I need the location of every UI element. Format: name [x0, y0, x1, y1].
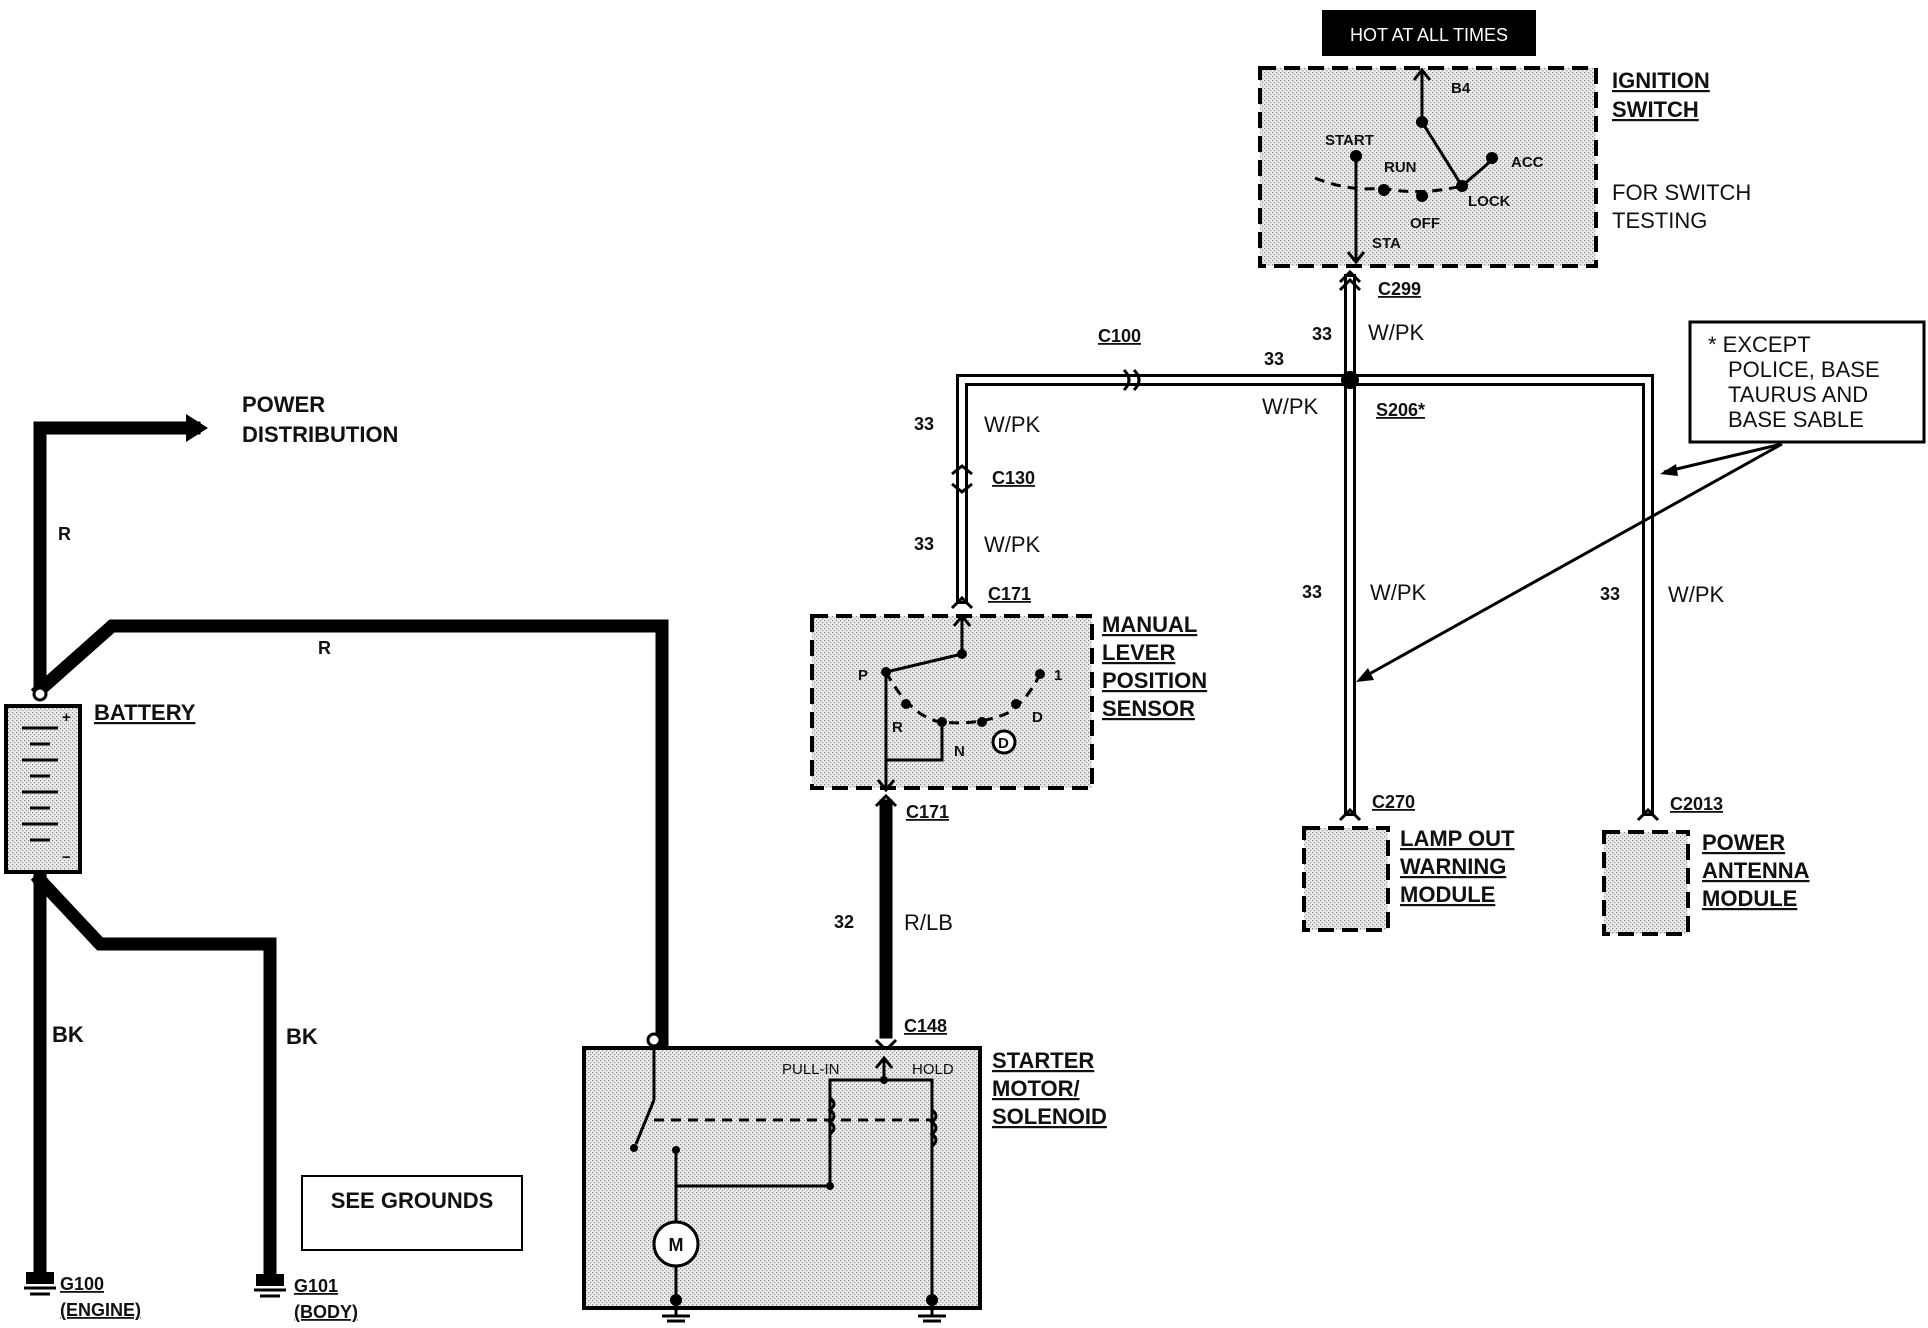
- battery-label: BATTERY: [94, 700, 196, 725]
- power-distribution-1: POWER: [242, 392, 325, 417]
- pos-off: OFF: [1410, 215, 1440, 232]
- see-grounds-label: SEE GROUNDS: [331, 1188, 494, 1213]
- c130-bot-color: W/PK: [984, 532, 1041, 557]
- batt-up-color: R: [58, 524, 71, 544]
- lamp-out-module-box: [1302, 826, 1390, 932]
- switch-testing-note-2: TESTING: [1612, 208, 1707, 233]
- power-antenna-line-2: ANTENNA: [1702, 858, 1810, 883]
- pos-lock: LOCK: [1468, 193, 1511, 210]
- c171-top-label: C171: [988, 584, 1031, 604]
- note-line-3: TAURUS AND: [1728, 382, 1868, 407]
- lamp-circuit: 33: [1302, 582, 1322, 602]
- except-note-box: * EXCEPT POLICE, BASE TAURUS AND BASE SA…: [1356, 320, 1926, 682]
- mlps-pos-r: R: [892, 719, 903, 736]
- starter-motor-solenoid: M PULL-IN HOLD: [582, 1040, 982, 1323]
- lamp-color: W/PK: [1370, 580, 1427, 605]
- starter-circuit: 32: [834, 912, 854, 932]
- battery-minus: −: [62, 849, 71, 866]
- pos-acc: ACC: [1511, 154, 1544, 171]
- battery-cables: [30, 414, 669, 1048]
- splice-s206: [1341, 371, 1359, 389]
- to-c100-circuit: 33: [1264, 349, 1284, 369]
- ignition-switch-title-2: SWITCH: [1612, 97, 1699, 122]
- antenna-circuit: 33: [1600, 584, 1620, 604]
- g101-sub: (BODY): [294, 1302, 358, 1322]
- connector-c171-top: [950, 595, 974, 610]
- ignition-switch-title-1: IGNITION: [1612, 68, 1710, 93]
- switch-testing-note-1: FOR SWITCH: [1612, 180, 1751, 205]
- lamp-out-line-3: MODULE: [1400, 882, 1495, 907]
- ign-out-circuit: 33: [1312, 324, 1332, 344]
- c130-top-circuit: 33: [914, 414, 934, 434]
- s206-label: S206*: [1376, 400, 1425, 420]
- manual-lever-position-sensor: P R N D D 1: [810, 613, 1094, 793]
- ign-out-color: W/PK: [1368, 320, 1425, 345]
- splice-color: W/PK: [1262, 394, 1319, 419]
- motor-symbol: M: [669, 1235, 684, 1255]
- connector-c100: [1122, 368, 1141, 392]
- note-line-4: BASE SABLE: [1728, 407, 1864, 432]
- ground-body-color: BK: [286, 1024, 318, 1049]
- g100-sub: (ENGINE): [60, 1300, 141, 1320]
- c270-label: C270: [1372, 792, 1415, 812]
- power-antenna-line-3: MODULE: [1702, 886, 1797, 911]
- mlps-line-3: POSITION: [1102, 668, 1207, 693]
- starter-line-1: STARTER: [992, 1048, 1094, 1073]
- c299-label: C299: [1378, 279, 1421, 299]
- see-grounds-box: [301, 1175, 523, 1251]
- mlps-line-4: SENSOR: [1102, 696, 1195, 721]
- g100-label: G100: [60, 1274, 104, 1294]
- c100-label: C100: [1098, 326, 1141, 346]
- power-distribution-2: DISTRIBUTION: [242, 422, 398, 447]
- pos-sta: STA: [1372, 235, 1401, 252]
- starter-line-2: MOTOR/: [992, 1076, 1080, 1101]
- connector-c299: [1338, 269, 1362, 292]
- g101-label: G101: [294, 1276, 338, 1296]
- mlps-pos-1: 1: [1054, 667, 1062, 684]
- power-antenna-module-box: [1602, 830, 1690, 936]
- starter-color: R/LB: [904, 910, 953, 935]
- hot-at-all-times-banner: HOT AT ALL TIMES: [1322, 10, 1536, 56]
- lamp-out-line-1: LAMP OUT: [1400, 826, 1515, 851]
- c130-top-color: W/PK: [984, 412, 1041, 437]
- ground-engine-color: BK: [52, 1022, 84, 1047]
- mlps-pos-d-circled: D: [998, 735, 1009, 752]
- antenna-color: W/PK: [1668, 582, 1725, 607]
- starter-line-3: SOLENOID: [992, 1104, 1107, 1129]
- pos-b4: B4: [1451, 80, 1471, 97]
- mlps-pos-n: N: [954, 743, 965, 760]
- note-line-2: POLICE, BASE: [1728, 357, 1880, 382]
- ground-cables: [24, 870, 286, 1298]
- power-antenna-line-1: POWER: [1702, 830, 1785, 855]
- note-line-1: * EXCEPT: [1708, 332, 1811, 357]
- battery: + −: [4, 686, 82, 888]
- starter-signal-wire: [874, 793, 898, 1053]
- c130-bot-circuit: 33: [914, 534, 934, 554]
- pos-start: START: [1325, 132, 1374, 149]
- pull-in-label: PULL-IN: [782, 1061, 840, 1078]
- lamp-out-line-2: WARNING: [1400, 854, 1506, 879]
- c130-label: C130: [992, 468, 1035, 488]
- hot-at-all-times-label: HOT AT ALL TIMES: [1350, 25, 1508, 45]
- mlps-pos-p: P: [858, 667, 868, 684]
- hold-label: HOLD: [912, 1061, 954, 1078]
- mlps-line-2: LEVER: [1102, 640, 1175, 665]
- battery-plus: +: [62, 709, 71, 726]
- c148-label: C148: [904, 1016, 947, 1036]
- connector-c130: [951, 464, 973, 494]
- wpk-circuit-33: [956, 274, 1654, 816]
- mlps-line-1: MANUAL: [1102, 612, 1197, 637]
- pos-run: RUN: [1384, 159, 1417, 176]
- connector-c270: [1338, 807, 1362, 822]
- connector-c2013: [1636, 807, 1660, 822]
- ignition-switch: B4 START RUN ACC LOCK OFF STA: [1258, 66, 1598, 268]
- batt-starter-color: R: [318, 638, 331, 658]
- mlps-pos-d: D: [1032, 709, 1043, 726]
- c2013-label: C2013: [1670, 794, 1723, 814]
- c171-bottom-label: C171: [906, 802, 949, 822]
